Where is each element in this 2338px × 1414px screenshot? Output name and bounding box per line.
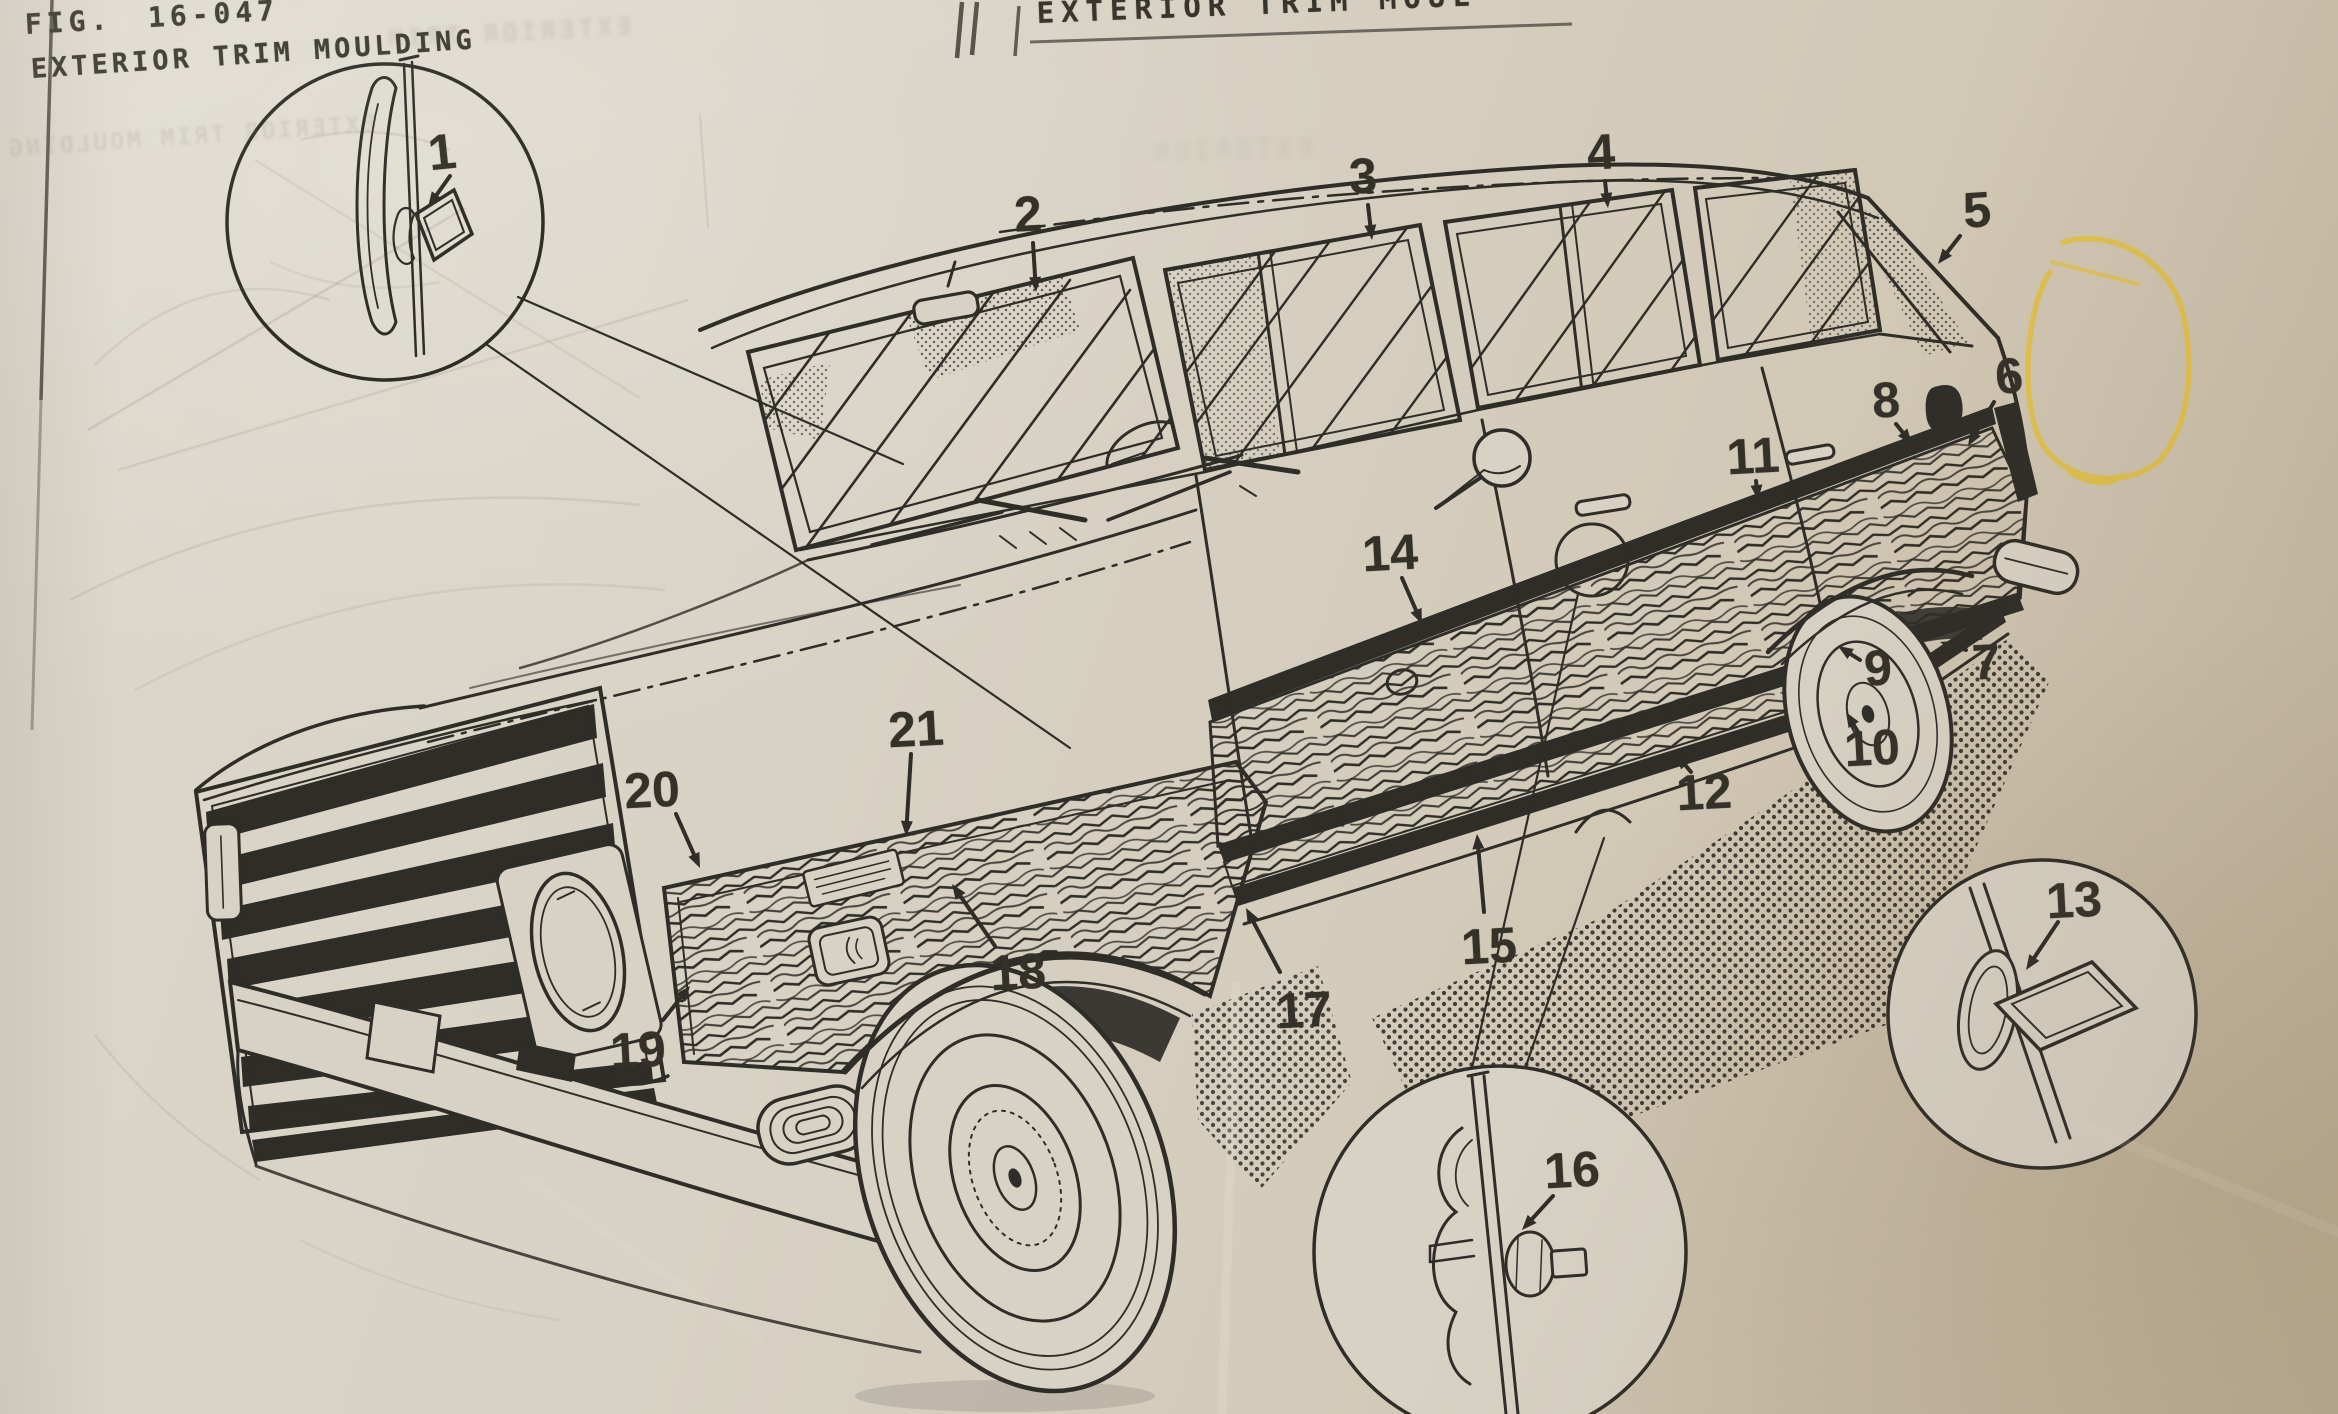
fuel-cap (1385, 668, 1419, 696)
callout-17: 17 (1274, 980, 1334, 1040)
rocker-clip-marker (1574, 808, 1632, 834)
callout-12: 12 (1674, 762, 1734, 822)
door-handle-rear (1784, 443, 1836, 466)
paper-creases (526, 981, 2338, 1414)
inset-b-clip-stud-nut (1312, 1064, 1688, 1414)
grille (193, 685, 667, 1162)
ghost-bleedthrough-lines (69, 114, 710, 1322)
roof (698, 162, 1880, 350)
callout-3: 3 (1347, 147, 1379, 205)
callout-21: 21 (886, 699, 946, 759)
door-handle-front (1574, 493, 1632, 517)
callout-15: 15 (1459, 916, 1519, 976)
callout-11: 11 (1725, 426, 1781, 486)
fender-nameplate (802, 848, 905, 908)
callout-5: 5 (1961, 181, 1993, 239)
callout-6: 6 (1993, 347, 2025, 405)
rearview-mirror (912, 290, 980, 326)
clip-location-marker (1554, 522, 1630, 598)
page-rule-marks (30, 0, 1573, 731)
inset-c-retaining-clip (1886, 858, 2198, 1170)
fender-wood-panel (661, 759, 1269, 1075)
callout-1: 1 (425, 122, 459, 182)
front-wheel (842, 954, 1208, 1394)
fender-emblem (807, 915, 891, 987)
inset-a-pillar-moulding (225, 54, 545, 382)
liftgate-handle (1925, 385, 1963, 433)
callout-arrows (428, 174, 2060, 1230)
callout-4: 4 (1585, 123, 1617, 181)
callout-20: 20 (622, 760, 682, 820)
hand-drawn-yellow-circle (2025, 235, 2192, 486)
window-sills (798, 332, 1882, 552)
callout-14: 14 (1360, 523, 1420, 583)
callout-19: 19 (608, 1020, 668, 1080)
rear-wheel (1765, 567, 1986, 834)
callout-18: 18 (988, 942, 1048, 1002)
rear-pillar (1836, 196, 2080, 600)
side-mirror (1434, 428, 1532, 510)
callout-16: 16 (1542, 1140, 1602, 1200)
headlight (495, 843, 663, 1063)
callout-10: 10 (1842, 718, 1902, 778)
rear-bumper-tip (1992, 538, 2080, 596)
callout-2: 2 (1012, 185, 1044, 243)
parking-lamp (203, 822, 243, 922)
callout-13: 13 (2044, 870, 2104, 930)
callout-7: 7 (1970, 633, 2002, 691)
inset-a-leader-lines (484, 295, 1072, 750)
callout-8: 8 (1870, 371, 1902, 429)
doors (1194, 366, 1836, 1070)
callout-9: 9 (1862, 639, 1894, 697)
